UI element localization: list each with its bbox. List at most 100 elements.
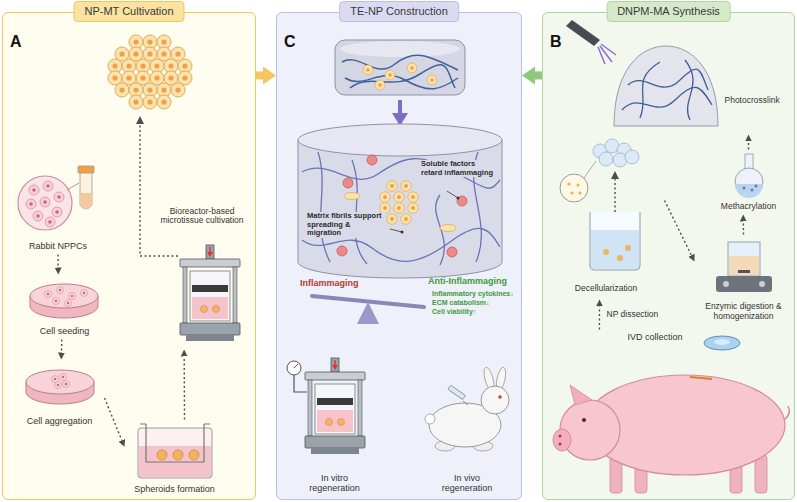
step-label: Decellularization (550, 284, 663, 294)
microtissue-cluster (171, 83, 185, 97)
construct-cylinder (394, 192, 405, 203)
dotted-arrow (140, 123, 178, 256)
beaker (590, 212, 640, 270)
flask (751, 189, 754, 192)
construct-cylinder (401, 181, 412, 192)
hydrogel-construct (335, 40, 465, 95)
pig (560, 400, 620, 460)
magnetic-stirrer (728, 242, 760, 276)
construct-cylinder (380, 192, 391, 203)
construct-cylinder (447, 247, 457, 257)
magnetic-stirrer (738, 270, 750, 273)
magnetic-stirrer (729, 256, 759, 275)
bioreactor (305, 358, 365, 454)
construct-cylinder (387, 181, 398, 192)
step-box: In vitro regeneration (300, 345, 370, 497)
construct-cylinder (401, 214, 412, 225)
flask (755, 185, 758, 188)
nppc-culture (18, 166, 94, 230)
nppc-culture (80, 193, 92, 209)
effect-label: Cell viability↑ (432, 308, 476, 316)
nppc-culture (78, 166, 94, 173)
panel-letter: A (10, 33, 22, 51)
flow-arrow (183, 357, 185, 420)
transwell (138, 428, 212, 478)
pig (559, 435, 562, 438)
step-box: IVD collection (548, 330, 793, 498)
flow-arrow (256, 71, 263, 79)
step-box: Photocrosslink (605, 30, 793, 135)
culture-dish (45, 291, 52, 298)
flow-arrow (665, 201, 692, 256)
nppc-culture (52, 207, 62, 217)
culture-dish (69, 293, 76, 300)
panel-header: DNPM-MA Synthesis (606, 1, 731, 22)
microtissue-cluster (143, 95, 157, 109)
construct-cylinder (318, 152, 330, 262)
transwell (157, 450, 167, 460)
nppc-culture (54, 192, 64, 202)
dotted-arrow (614, 178, 615, 212)
panel-header: NP-MT Cultivation (73, 1, 184, 22)
decellularized-tissue (599, 152, 613, 166)
step-box: Spheroids formation (125, 420, 225, 498)
microtissue-cluster (157, 95, 171, 109)
construct-cylinder (440, 225, 456, 232)
pig (755, 455, 767, 493)
dotted-arrow (611, 171, 619, 212)
rabbit (481, 386, 509, 414)
transwell (140, 423, 210, 424)
panel-box: NP-MT CultivationARabbit NPPCsCell seedi… (2, 12, 256, 500)
step-label: Bioreactor-based microtissue cultivation (152, 207, 253, 227)
panel-ground (2, 12, 795, 500)
culture-dish (26, 370, 94, 404)
pig (559, 443, 562, 446)
culture-dish (55, 382, 62, 389)
culture-dish (57, 287, 64, 294)
hydrogel-construct (342, 55, 458, 70)
transwell (173, 450, 183, 460)
rabbit (448, 385, 466, 399)
edge-label: NP dissection (605, 310, 661, 320)
decellularized-tissue (625, 150, 639, 164)
hydrogel-construct (385, 70, 395, 80)
hydrogel-dome (614, 46, 718, 126)
step-label: In vitro regeneration (302, 473, 368, 494)
beaker (603, 249, 609, 255)
step-label: IVD collection (628, 332, 791, 342)
hydrogel-dome (622, 87, 712, 110)
pig (784, 406, 789, 420)
nppc-culture (40, 197, 50, 207)
panel-header: TE-NP Construction (339, 1, 459, 22)
flow-arrow (535, 71, 542, 79)
flask (735, 154, 763, 198)
decellularized-tissue (576, 183, 579, 186)
step-label: In vivo regeneration (431, 473, 503, 494)
uv-lamp (566, 20, 600, 46)
intervertebral-disc (704, 336, 740, 350)
panel-box: DNPM-MA SynthesisBPhotocrosslinkMethacry… (542, 12, 795, 500)
nppc-culture (80, 172, 92, 209)
panel-letter: C (284, 33, 296, 51)
construct-cylinder (457, 196, 467, 206)
hydrogel-dome (685, 60, 693, 120)
culture-dish (65, 300, 72, 307)
bioreactor (180, 245, 240, 341)
construct-cylinder (337, 246, 347, 256)
flow-arrow (599, 307, 600, 330)
step-label: Cell seeding (22, 326, 108, 336)
hydrogel-construct (427, 75, 437, 85)
effect-label: ECM catabolism↓ (432, 299, 490, 307)
flask (743, 187, 746, 190)
uv-lamp (598, 44, 616, 64)
hydrogel-construct (407, 63, 417, 73)
decellularized-tissue (567, 182, 570, 185)
magnetic-stirrer (759, 281, 765, 287)
hydrogel-construct (363, 65, 373, 75)
construct-cylinder (343, 178, 353, 188)
decellularized-tissue (584, 161, 596, 178)
flow-arrow (105, 398, 122, 440)
construct-cylinder (298, 124, 502, 278)
